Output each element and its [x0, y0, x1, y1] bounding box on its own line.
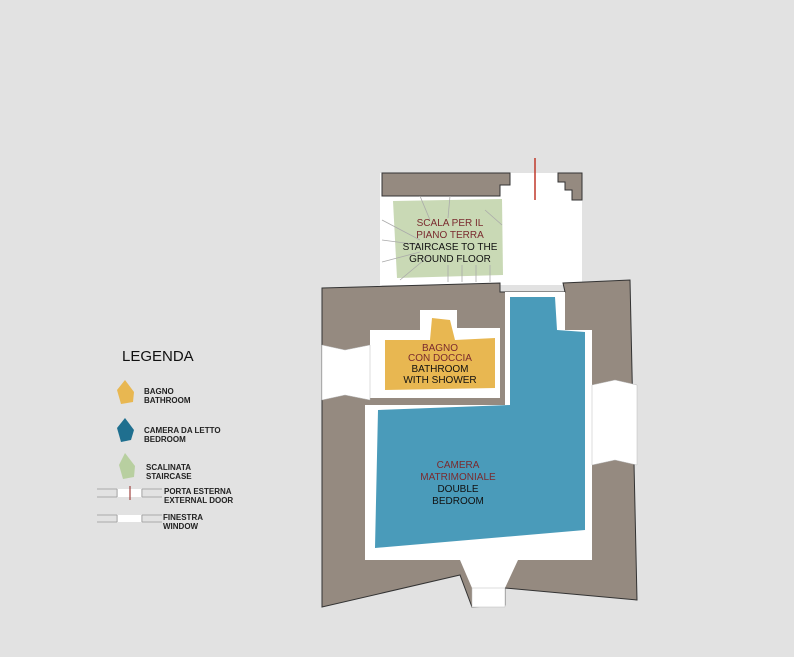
upper-block [380, 158, 583, 285]
bathroom-label-en-2: WITH SHOWER [403, 375, 476, 386]
bedroom-label-en-1: DOUBLE [437, 484, 478, 495]
staircase-label-en-1: STAIRCASE TO THE [403, 242, 498, 253]
staircase-area [393, 199, 503, 278]
staircase-swatch [119, 453, 135, 479]
bedroom-label-it-1: CAMERA [437, 460, 480, 471]
legend-door-en: EXTERNAL DOOR [164, 496, 233, 505]
legend-bedroom-en: BEDROOM [144, 435, 186, 444]
legend-staircase-it: SCALINATA [146, 463, 191, 472]
staircase-label-en-2: GROUND FLOOR [409, 254, 491, 265]
legend: LEGENDA BAGNO BATHROOM CAMERA DA LETTO B… [97, 348, 233, 531]
upper-wall-right [557, 172, 583, 201]
bathroom-area [385, 318, 495, 390]
legend-door-it: PORTA ESTERNA [164, 487, 232, 496]
bathroom-label-en-1: BATHROOM [411, 364, 468, 375]
legend-bathroom-it: BAGNO [144, 387, 174, 396]
stair-steps [381, 195, 503, 282]
bedroom-label-it-2: MATRIMONIALE [420, 472, 496, 483]
staircase-label-it-2: PIANO TERRA [416, 230, 484, 241]
legend-window-en: WINDOW [163, 522, 199, 531]
legend-window-it: FINESTRA [163, 513, 203, 522]
bathroom-label-it-2: CON DOCCIA [408, 353, 472, 364]
window-left [321, 344, 371, 401]
legend-bathroom-en: BATHROOM [144, 396, 191, 405]
legend-staircase-en: STAIRCASE [146, 472, 192, 481]
main-block [321, 279, 638, 608]
bedroom-label-en-2: BEDROOM [432, 496, 484, 507]
bathroom-swatch [117, 380, 134, 404]
bedroom-area [375, 297, 585, 548]
staircase-label-it-1: SCALA PER IL [417, 218, 484, 229]
upper-wall [381, 172, 511, 197]
window-right [591, 379, 638, 466]
door-symbol [97, 486, 162, 500]
legend-bedroom-it: CAMERA DA LETTO [144, 426, 221, 435]
bedroom-swatch [117, 418, 134, 442]
window-symbol [97, 514, 162, 523]
bathroom-label-it-1: BAGNO [422, 343, 458, 354]
window-bottom [471, 587, 506, 608]
legend-title: LEGENDA [122, 348, 194, 365]
